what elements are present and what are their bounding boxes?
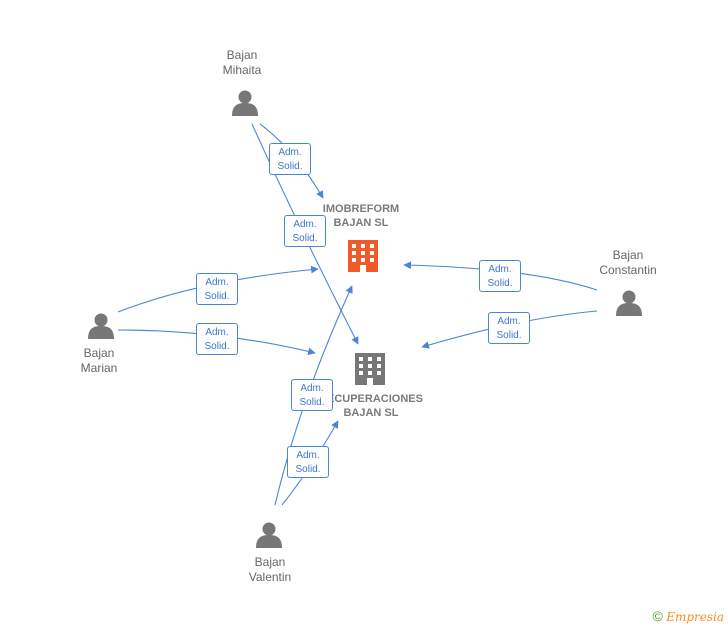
role-badge[interactable]: Adm.Solid. bbox=[284, 215, 326, 247]
company-label-recuperaciones[interactable]: RECUPERACIONES BAJAN SL bbox=[319, 393, 423, 419]
role-badge[interactable]: Adm.Solid. bbox=[291, 379, 333, 411]
person-icon[interactable] bbox=[232, 90, 258, 117]
role-badge[interactable]: Adm.Solid. bbox=[269, 143, 311, 175]
person-label-marian[interactable]: Bajan Marian bbox=[80, 346, 118, 375]
role-badge[interactable]: Adm.Solid. bbox=[196, 323, 238, 355]
footer-brand[interactable]: © Empresia bbox=[653, 608, 724, 624]
copyright-symbol: © bbox=[652, 608, 663, 624]
role-badge[interactable]: Adm.Solid. bbox=[287, 446, 329, 478]
person-icon[interactable] bbox=[616, 290, 642, 317]
role-badge[interactable]: Adm.Solid. bbox=[488, 312, 530, 344]
person-label-mihaita[interactable]: Bajan Mihaita bbox=[222, 48, 262, 77]
building-icon[interactable] bbox=[355, 353, 385, 385]
person-label-constantin[interactable]: Bajan Constantin bbox=[599, 248, 657, 277]
person-icon[interactable] bbox=[88, 313, 114, 340]
person-icon[interactable] bbox=[256, 522, 282, 549]
person-label-valentin[interactable]: Bajan Valentin bbox=[248, 555, 292, 584]
role-badge[interactable]: Adm.Solid. bbox=[479, 260, 521, 292]
brand-logo: Empresia bbox=[666, 610, 724, 624]
role-badge[interactable]: Adm.Solid. bbox=[196, 273, 238, 305]
building-icon[interactable] bbox=[348, 240, 378, 272]
company-label-imobreform[interactable]: IMOBREFORM BAJAN SL bbox=[322, 203, 400, 229]
